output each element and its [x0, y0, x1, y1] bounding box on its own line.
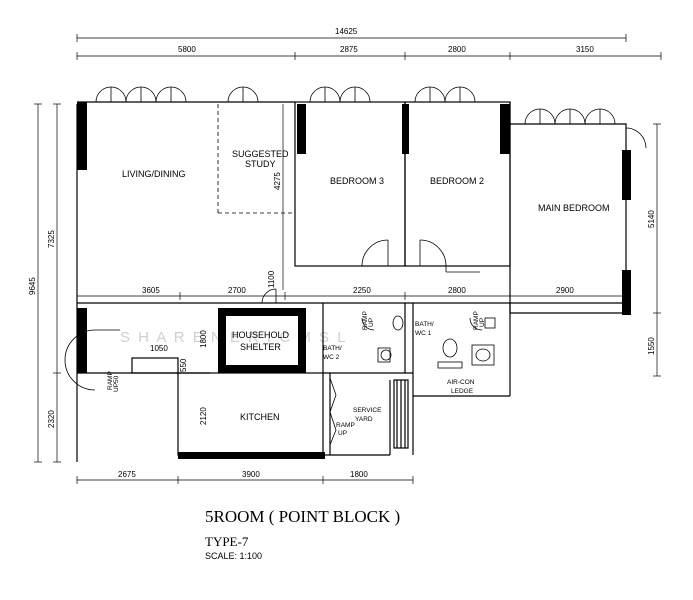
- solid-walls: [77, 102, 631, 459]
- up50-label-entry: UP50: [113, 375, 120, 392]
- dimension-lines: [34, 34, 662, 484]
- dim-top-4: 3150: [576, 45, 594, 54]
- up-label-yard: UP: [338, 430, 347, 437]
- plan-scale: SCALE: 1:100: [205, 551, 263, 561]
- dim-bot-1: 2675: [118, 470, 136, 479]
- room-bath2-line2: WC 2: [323, 354, 340, 361]
- dim-study-depth: 4275: [273, 172, 282, 190]
- dim-shelter-door: 1100: [267, 270, 276, 288]
- dim-mid-3: 2250: [353, 286, 371, 295]
- room-study-line1: SUGGESTED: [232, 149, 289, 159]
- ramp-label-bath2: RAMP: [362, 311, 369, 330]
- dim-left-top: 7325: [47, 230, 56, 248]
- up-label-bath1: UP: [479, 318, 486, 327]
- dim-bot-3: 1800: [350, 470, 368, 479]
- dim-top-1: 5800: [178, 45, 196, 54]
- dim-left-overall: 9645: [28, 277, 37, 295]
- room-kitchen: KITCHEN: [240, 412, 280, 422]
- dim-mid-4: 2800: [448, 286, 466, 295]
- dimension-labels: 14625 5800 2875 2800 3150 3605 2700 2250…: [28, 27, 656, 479]
- room-main-bedroom: MAIN BEDROOM: [538, 203, 610, 213]
- dim-top-3: 2800: [448, 45, 466, 54]
- room-bedroom-2: BEDROOM 2: [430, 176, 484, 186]
- windows: [95, 86, 647, 270]
- room-labels: LIVING/DINING SUGGESTED STUDY BEDROOM 3 …: [107, 149, 610, 437]
- ramp-label-bath1: RAMP: [473, 311, 480, 330]
- study-outline: [217, 104, 295, 214]
- plan-type: TYPE-7: [205, 534, 249, 549]
- dim-mid-1: 3605: [142, 286, 160, 295]
- room-bath1-line1: BATH/: [415, 321, 434, 328]
- room-shelter-line2: SHELTER: [240, 342, 281, 352]
- room-yard-line1: SERVICE: [353, 407, 382, 414]
- room-bath2-line1: BATH/: [323, 345, 342, 352]
- dim-kitchen-depth: 2120: [199, 407, 208, 425]
- dim-mid-5: 2900: [556, 286, 574, 295]
- up-label-bath2: UP: [368, 318, 375, 327]
- walls: [76, 101, 627, 462]
- ramp-label-yard: RAMP: [336, 422, 355, 429]
- room-living-dining: LIVING/DINING: [122, 169, 186, 179]
- room-bath1-line2: WC 1: [415, 330, 432, 337]
- dim-left-bot: 2320: [47, 410, 56, 428]
- dim-top-2: 2875: [340, 45, 358, 54]
- watermark: S H A R E N E R I C M S L: [120, 329, 348, 346]
- sanitary-fixtures: [377, 315, 496, 369]
- plan-title: 5ROOM ( POINT BLOCK ): [205, 507, 401, 526]
- dim-lobby-width: 1050: [150, 344, 168, 353]
- dim-bot-2: 3900: [242, 470, 260, 479]
- room-aircon-line1: AIR-CON: [447, 379, 475, 386]
- room-aircon-line2: LEDGE: [451, 388, 474, 395]
- dim-right-top: 5140: [647, 210, 656, 228]
- room-shelter-line1: HOUSEHOLD: [232, 330, 290, 340]
- ramp-label-entry: RAMP: [107, 371, 114, 390]
- dim-right-bot: 1550: [647, 337, 656, 355]
- room-yard-line2: YARD: [355, 416, 373, 423]
- room-bedroom-3: BEDROOM 3: [330, 176, 384, 186]
- room-study-line2: STUDY: [245, 159, 276, 169]
- dim-lobby-small: 550: [179, 358, 188, 372]
- dim-mid-2: 2700: [228, 286, 246, 295]
- doors: [64, 239, 483, 446]
- dim-shelter-height: 1800: [199, 330, 208, 348]
- dim-overall-width: 14625: [335, 27, 358, 36]
